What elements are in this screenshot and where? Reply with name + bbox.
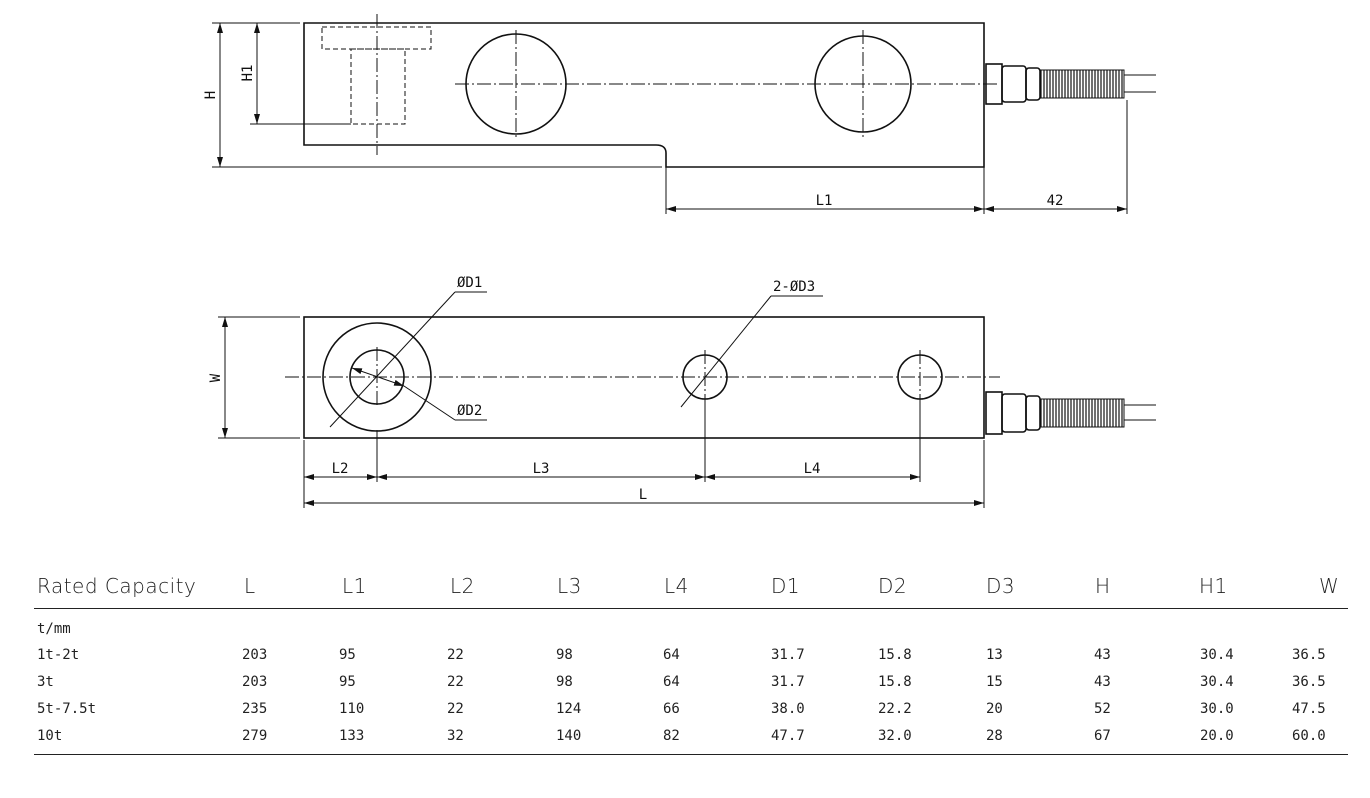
unit-row: t/mm <box>34 615 1348 642</box>
table-cell: 20.0 <box>1200 728 1234 744</box>
table-cell: 20 <box>986 701 1003 717</box>
table-cell: 3t <box>37 674 54 690</box>
spec-table-body: t/mm 1t-2t 203 95 22 98 64 31.7 15.8 13 43 30.4 36.… <box>34 615 1348 755</box>
table-cell: 60.0 <box>1292 728 1326 744</box>
side-view: H H1 L1 42 <box>203 14 1156 214</box>
table-cell: 30.4 <box>1200 647 1234 663</box>
top-view-cable-connector <box>985 391 1156 435</box>
table-row: 1t-2t 203 95 22 98 64 31.7 15.8 13 43 30.4 36.5 <box>34 642 1348 669</box>
header-l1: L1 <box>342 574 367 598</box>
table-cell: 22 <box>447 701 464 717</box>
table-cell: 95 <box>339 674 356 690</box>
table-row: 3t 203 95 22 98 64 31.7 15.8 15 43 30.4 36.5 <box>34 669 1348 696</box>
table-cell: 22.2 <box>878 701 912 717</box>
side-view-cable-connector <box>985 63 1156 105</box>
table-cell: 47.7 <box>771 728 805 744</box>
header-l3: L3 <box>557 574 582 598</box>
table-cell: 13 <box>986 647 1003 663</box>
dim-w-label: W <box>208 373 224 382</box>
table-cell: 38.0 <box>771 701 805 717</box>
table-cell: 124 <box>556 701 582 717</box>
label-d3: 2-ØD3 <box>773 279 815 295</box>
header-l: L <box>244 574 256 598</box>
table-cell: 36.5 <box>1292 674 1326 690</box>
header-w: W <box>1319 574 1340 598</box>
table-cell: 98 <box>556 647 573 663</box>
table-cell: 203 <box>242 674 268 690</box>
table-cell: 95 <box>339 647 356 663</box>
technical-drawing: H H1 L1 42 ØD1 ØD2 2-ØD3 <box>203 14 1156 508</box>
table-cell: 98 <box>556 674 573 690</box>
table-cell: 43 <box>1094 647 1111 663</box>
table-cell: 15.8 <box>878 647 912 663</box>
header-d2: D2 <box>878 574 908 598</box>
header-l2: L2 <box>450 574 475 598</box>
table-cell: 15 <box>986 674 1003 690</box>
table-cell: 66 <box>663 701 680 717</box>
header-h: H <box>1095 574 1111 598</box>
table-cell: 30.0 <box>1200 701 1234 717</box>
table-cell: 140 <box>556 728 582 744</box>
table-cell: 235 <box>242 701 268 717</box>
header-l4: L4 <box>664 574 689 598</box>
table-cell: 32 <box>447 728 464 744</box>
header-d3: D3 <box>986 574 1016 598</box>
table-cell: 82 <box>663 728 680 744</box>
table-row: 10t 279 133 32 140 82 47.7 32.0 28 67 20.0 60.0 <box>34 723 1348 750</box>
dim-l4-label: L4 <box>804 461 821 477</box>
table-cell: 22 <box>447 647 464 663</box>
dim-l2-label: L2 <box>332 461 349 477</box>
dim-42-label: 42 <box>1047 193 1064 209</box>
table-row: 5t-7.5t 235 110 22 124 66 38.0 22.2 20 52 30.0 47.5 <box>34 696 1348 723</box>
table-cell: 31.7 <box>771 674 805 690</box>
header-h1: H1 <box>1199 574 1228 598</box>
dim-l-label: L <box>639 487 647 503</box>
table-cell: 32.0 <box>878 728 912 744</box>
table-cell: 67 <box>1094 728 1111 744</box>
table-cell: 64 <box>663 674 680 690</box>
table-cell: 36.5 <box>1292 647 1326 663</box>
dim-h-label: H <box>203 91 219 99</box>
table-cell: 1t-2t <box>37 647 80 663</box>
spec-table-header: Rated Capacity L L1 L2 L3 L4 D1 D2 D3 H H1 W <box>34 568 1348 609</box>
table-cell: 64 <box>663 647 680 663</box>
table-cell: 15.8 <box>878 674 912 690</box>
dim-l1-label: L1 <box>816 193 833 209</box>
label-d1: ØD1 <box>457 275 482 291</box>
dim-h1-label: H1 <box>240 65 256 82</box>
dim-l3-label: L3 <box>533 461 550 477</box>
side-view-bolt-shank <box>350 48 406 125</box>
unit-label: t/mm <box>37 620 71 637</box>
table-cell: 52 <box>1094 701 1111 717</box>
side-view-body <box>303 22 985 168</box>
table-cell: 10t <box>37 728 63 744</box>
top-view: ØD1 ØD2 2-ØD3 W L2 L3 <box>208 275 1156 508</box>
table-cell: 279 <box>242 728 268 744</box>
table-cell: 133 <box>339 728 365 744</box>
spec-table: Rated Capacity L L1 L2 L3 L4 D1 D2 D3 H H1 W t/mm 1… <box>34 568 1348 755</box>
table-cell: 203 <box>242 647 268 663</box>
table-cell: 5t-7.5t <box>37 701 97 717</box>
table-cell: 110 <box>339 701 365 717</box>
label-d2: ØD2 <box>457 403 482 419</box>
table-cell: 22 <box>447 674 464 690</box>
header-d1: D1 <box>771 574 801 598</box>
table-cell: 31.7 <box>771 647 805 663</box>
table-cell: 30.4 <box>1200 674 1234 690</box>
table-cell: 28 <box>986 728 1003 744</box>
header-rated-capacity: Rated Capacity <box>37 574 197 598</box>
table-cell: 47.5 <box>1292 701 1326 717</box>
table-cell: 43 <box>1094 674 1111 690</box>
